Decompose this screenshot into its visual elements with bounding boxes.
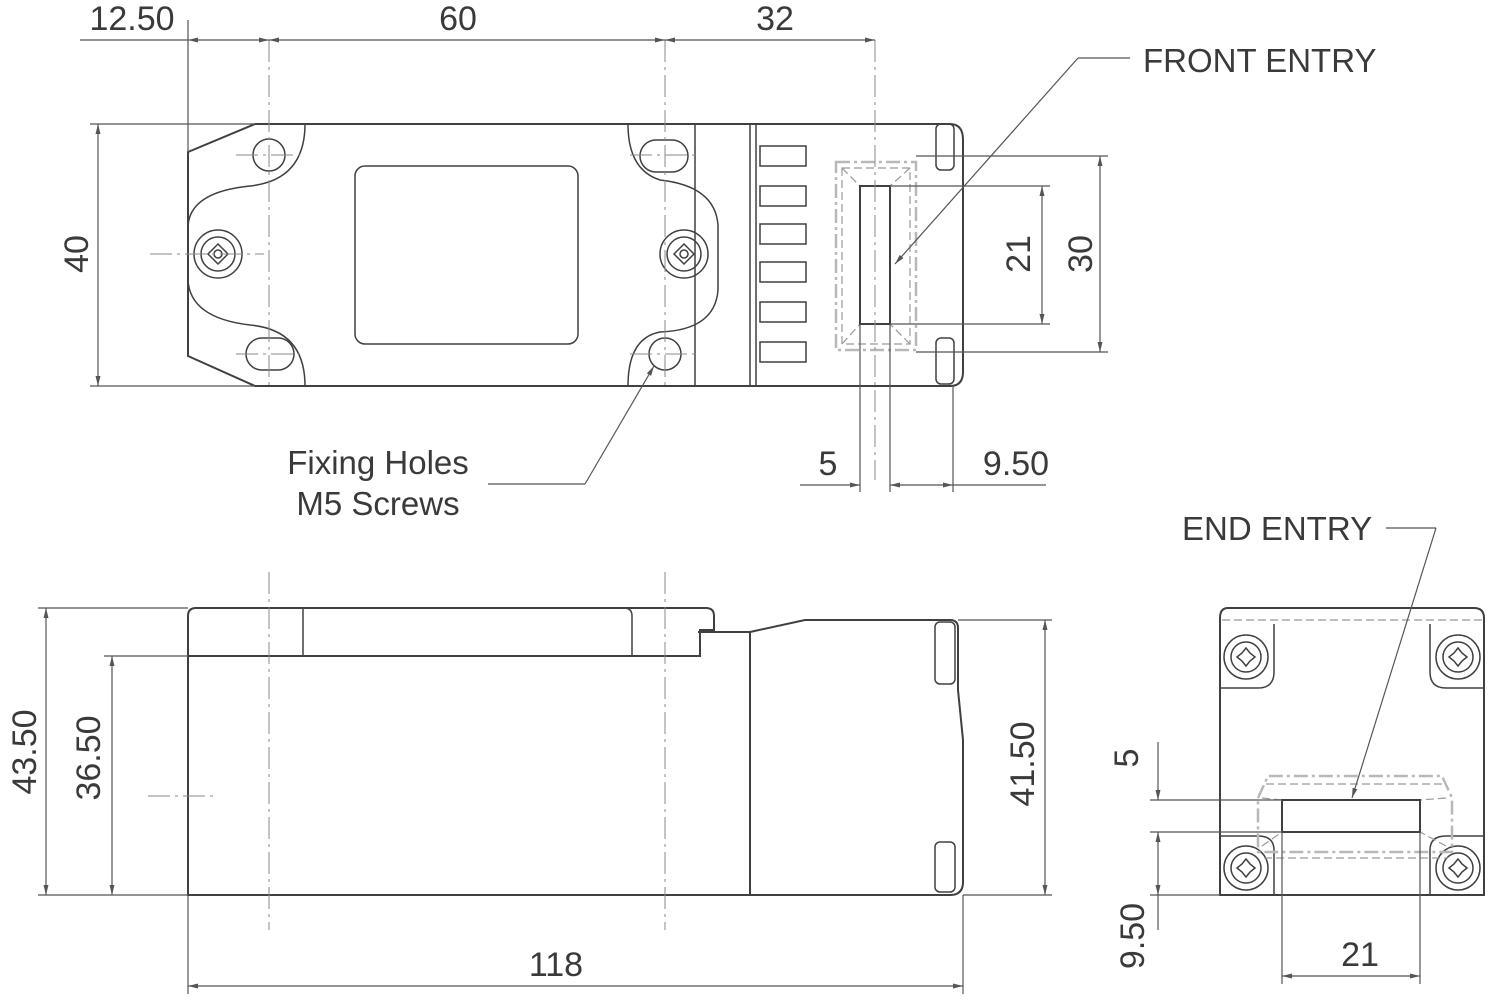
label-fixing-holes-line2: M5 Screws [296,485,459,522]
end-view-dimensions: 5 9.50 21 [1108,742,1421,984]
side-view-body-outline [187,607,715,657]
label-front-entry: FRONT ENTRY [1143,42,1376,79]
dim-top-12-50: 12.50 [89,0,174,38]
fixing-slot-top-right [639,139,689,173]
end-entry-callout: END ENTRY [1182,510,1437,799]
end-entry-opening [1256,774,1454,859]
label-window [354,165,579,345]
label-fixing-holes-line1: Fixing Holes [287,444,469,481]
dim-side-36-50: 36.50 [70,715,108,800]
front-entry-opening [834,160,918,352]
dim-length-118: 118 [529,946,583,984]
dim-opening-21: 21 [1000,235,1038,273]
dim-side-41-50: 41.50 [1004,721,1042,806]
dim-bottom-9-50: 9.50 [983,445,1049,483]
screw-icon [1435,845,1481,891]
top-view-body-outline [187,123,964,387]
latch-nub [935,337,955,385]
screw-icon [659,229,709,279]
dim-bottom-5: 5 [819,445,838,483]
dim-entry-30: 30 [1062,235,1100,273]
dim-height-40: 40 [58,235,96,273]
top-view-plate [187,123,719,387]
dim-end-9-50: 9.50 [1114,903,1152,969]
dim-end-21: 21 [1341,936,1379,974]
screw-icon [1435,634,1481,680]
end-view-body-outline [1219,607,1485,896]
screw-icon [1223,634,1269,680]
head-ribs [759,145,807,363]
dim-top-32: 32 [756,0,794,38]
top-view [150,40,964,480]
front-entry-callout: FRONT ENTRY [894,42,1376,265]
side-view [148,572,964,930]
side-view-dimensions: 43.50 36.50 41.50 118 [6,607,1052,994]
end-view [1219,607,1485,896]
dim-end-5: 5 [1108,749,1146,768]
fixing-holes-callout: Fixing Holes M5 Screws [287,365,655,522]
dim-side-43-50: 43.50 [6,709,44,794]
latch-nub [935,123,955,171]
dim-top-60: 60 [439,0,477,38]
screw-icon [1223,845,1269,891]
label-end-entry: END ENTRY [1182,510,1372,547]
top-view-dimensions: 12.50 60 32 40 21 30 5 9.50 [58,0,1108,492]
